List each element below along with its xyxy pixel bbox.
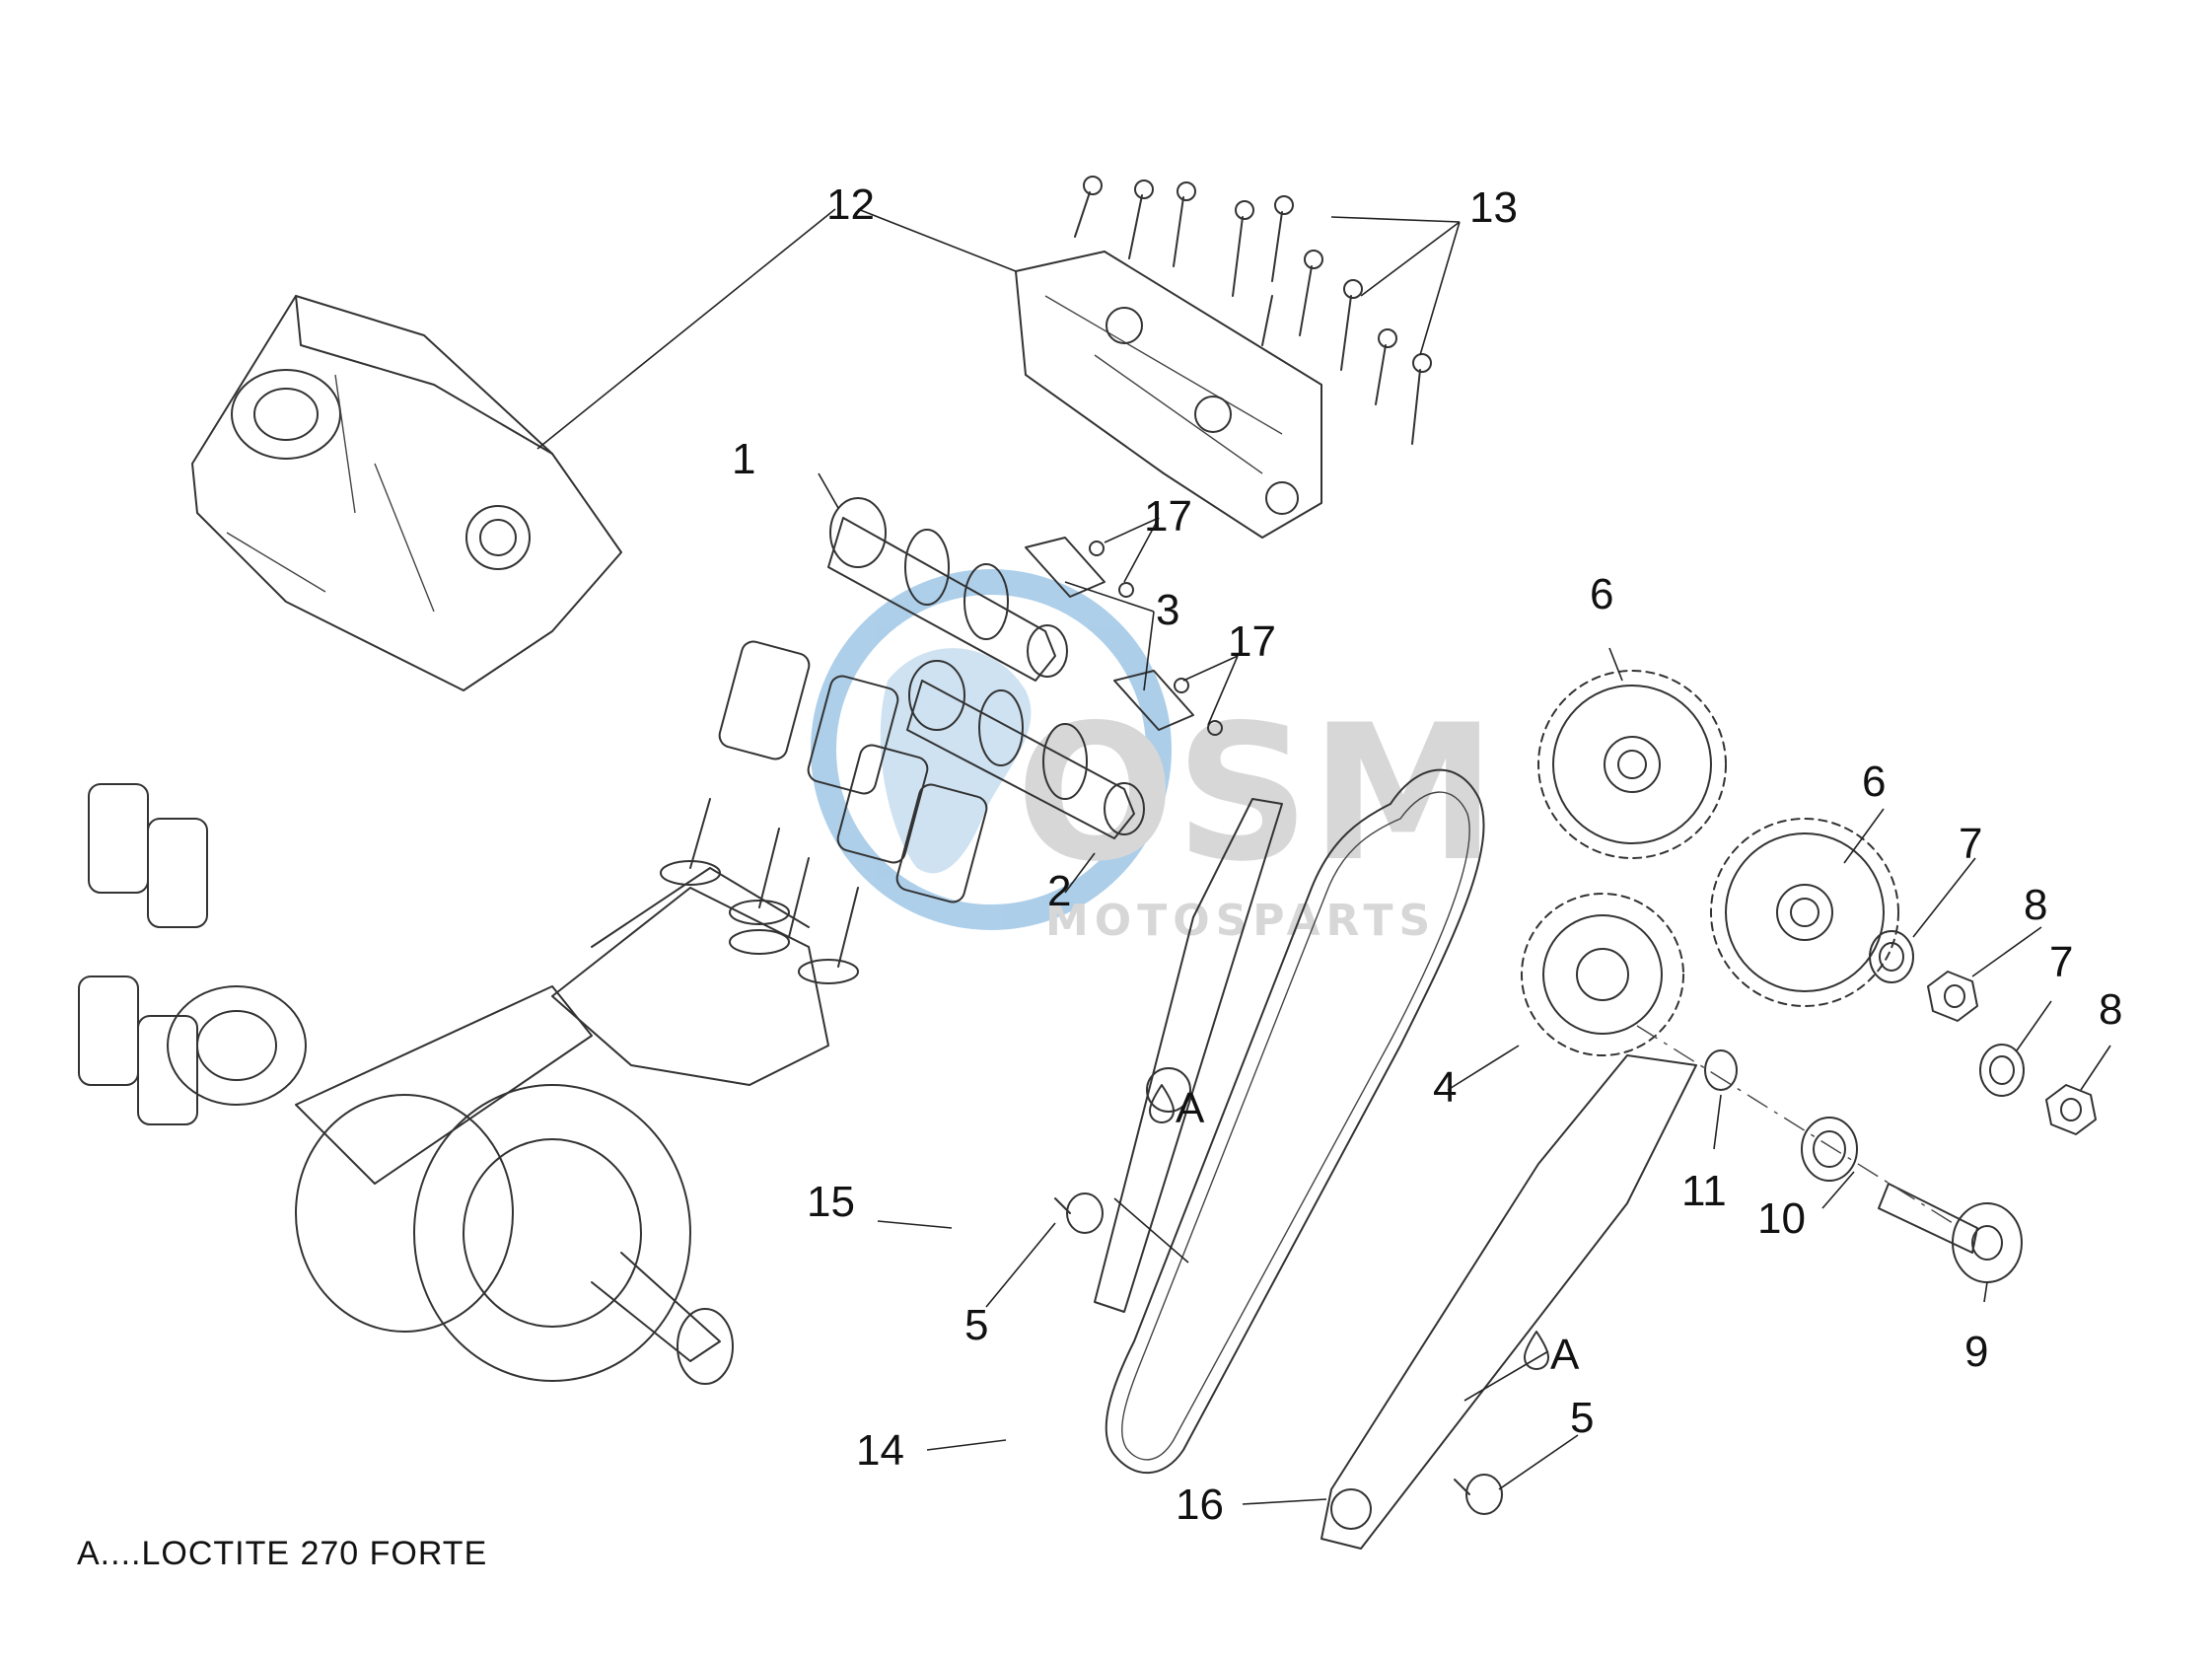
- callout-5-upper: 5: [964, 1301, 988, 1349]
- callout-12: 12: [826, 181, 875, 229]
- callout-8-upper: 8: [2024, 881, 2047, 929]
- watermark-sub: MOTOSPARTS: [1045, 896, 1436, 946]
- cylinder-head: [191, 295, 622, 691]
- cam-caps: [1025, 537, 1223, 736]
- drop-icon-2: [1524, 1331, 1549, 1370]
- callout-labels: 1 2 3 4 5 5 6 6 7 7 8 8 9 10 11 12 13 14…: [732, 181, 2122, 1529]
- watermark-brand: OSM: [1016, 685, 1496, 903]
- loctite-marker-lower: A: [1550, 1331, 1580, 1379]
- callout-2: 2: [1047, 867, 1071, 915]
- cam-carrier-bolts: [1074, 176, 1432, 445]
- callout-6-upper: 6: [1590, 570, 1613, 618]
- rear-cylinder-valves: [78, 783, 208, 1125]
- timing-chain: [1105, 768, 1485, 1475]
- camshaft-exhaust: [827, 497, 1068, 682]
- loctite-marker-upper: A: [1176, 1084, 1205, 1132]
- camshaft-intake: [906, 660, 1145, 839]
- drop-icon: [1149, 1084, 1175, 1123]
- callout-8-lower: 8: [2099, 985, 2122, 1034]
- callout-9: 9: [1964, 1328, 1988, 1376]
- chain-guide-fixed: [1094, 798, 1283, 1313]
- watermark: OSM MOTOSPARTS: [811, 569, 1496, 946]
- callout-11: 11: [1681, 1167, 1727, 1215]
- callout-6-lower: 6: [1862, 758, 1886, 806]
- callout-17-lower: 17: [1228, 617, 1276, 666]
- callout-16: 16: [1176, 1481, 1224, 1529]
- valves-and-springs: [660, 640, 988, 984]
- callout-15: 15: [807, 1178, 855, 1226]
- cam-carrier: [1015, 251, 1322, 539]
- cam-gear-lower: [1710, 818, 1899, 1007]
- callout-7-upper: 7: [1959, 820, 1982, 868]
- watermark-globe: [811, 569, 1172, 930]
- leader-lines: [536, 208, 2111, 1505]
- idler-gear: [1521, 893, 1684, 1056]
- cam-gear-upper: [1537, 670, 1727, 859]
- washers-and-nuts: [1636, 930, 2097, 1283]
- watermark-continent: [880, 648, 1032, 874]
- callout-5-lower: 5: [1570, 1394, 1594, 1442]
- chain-tensioner-blade: [1320, 1054, 1697, 1550]
- callout-14: 14: [856, 1426, 904, 1475]
- callout-10: 10: [1757, 1194, 1806, 1243]
- callout-13: 13: [1469, 183, 1518, 232]
- crankshaft-assembly: [167, 867, 829, 1385]
- callout-17-upper: 17: [1144, 492, 1192, 541]
- guide-screws: [1054, 1192, 1503, 1515]
- legend-note: A....LOCTITE 270 FORTE: [77, 1535, 488, 1572]
- callout-4: 4: [1433, 1063, 1457, 1112]
- callout-3: 3: [1156, 586, 1179, 634]
- callout-1: 1: [732, 435, 755, 483]
- callout-7-lower: 7: [2049, 938, 2073, 986]
